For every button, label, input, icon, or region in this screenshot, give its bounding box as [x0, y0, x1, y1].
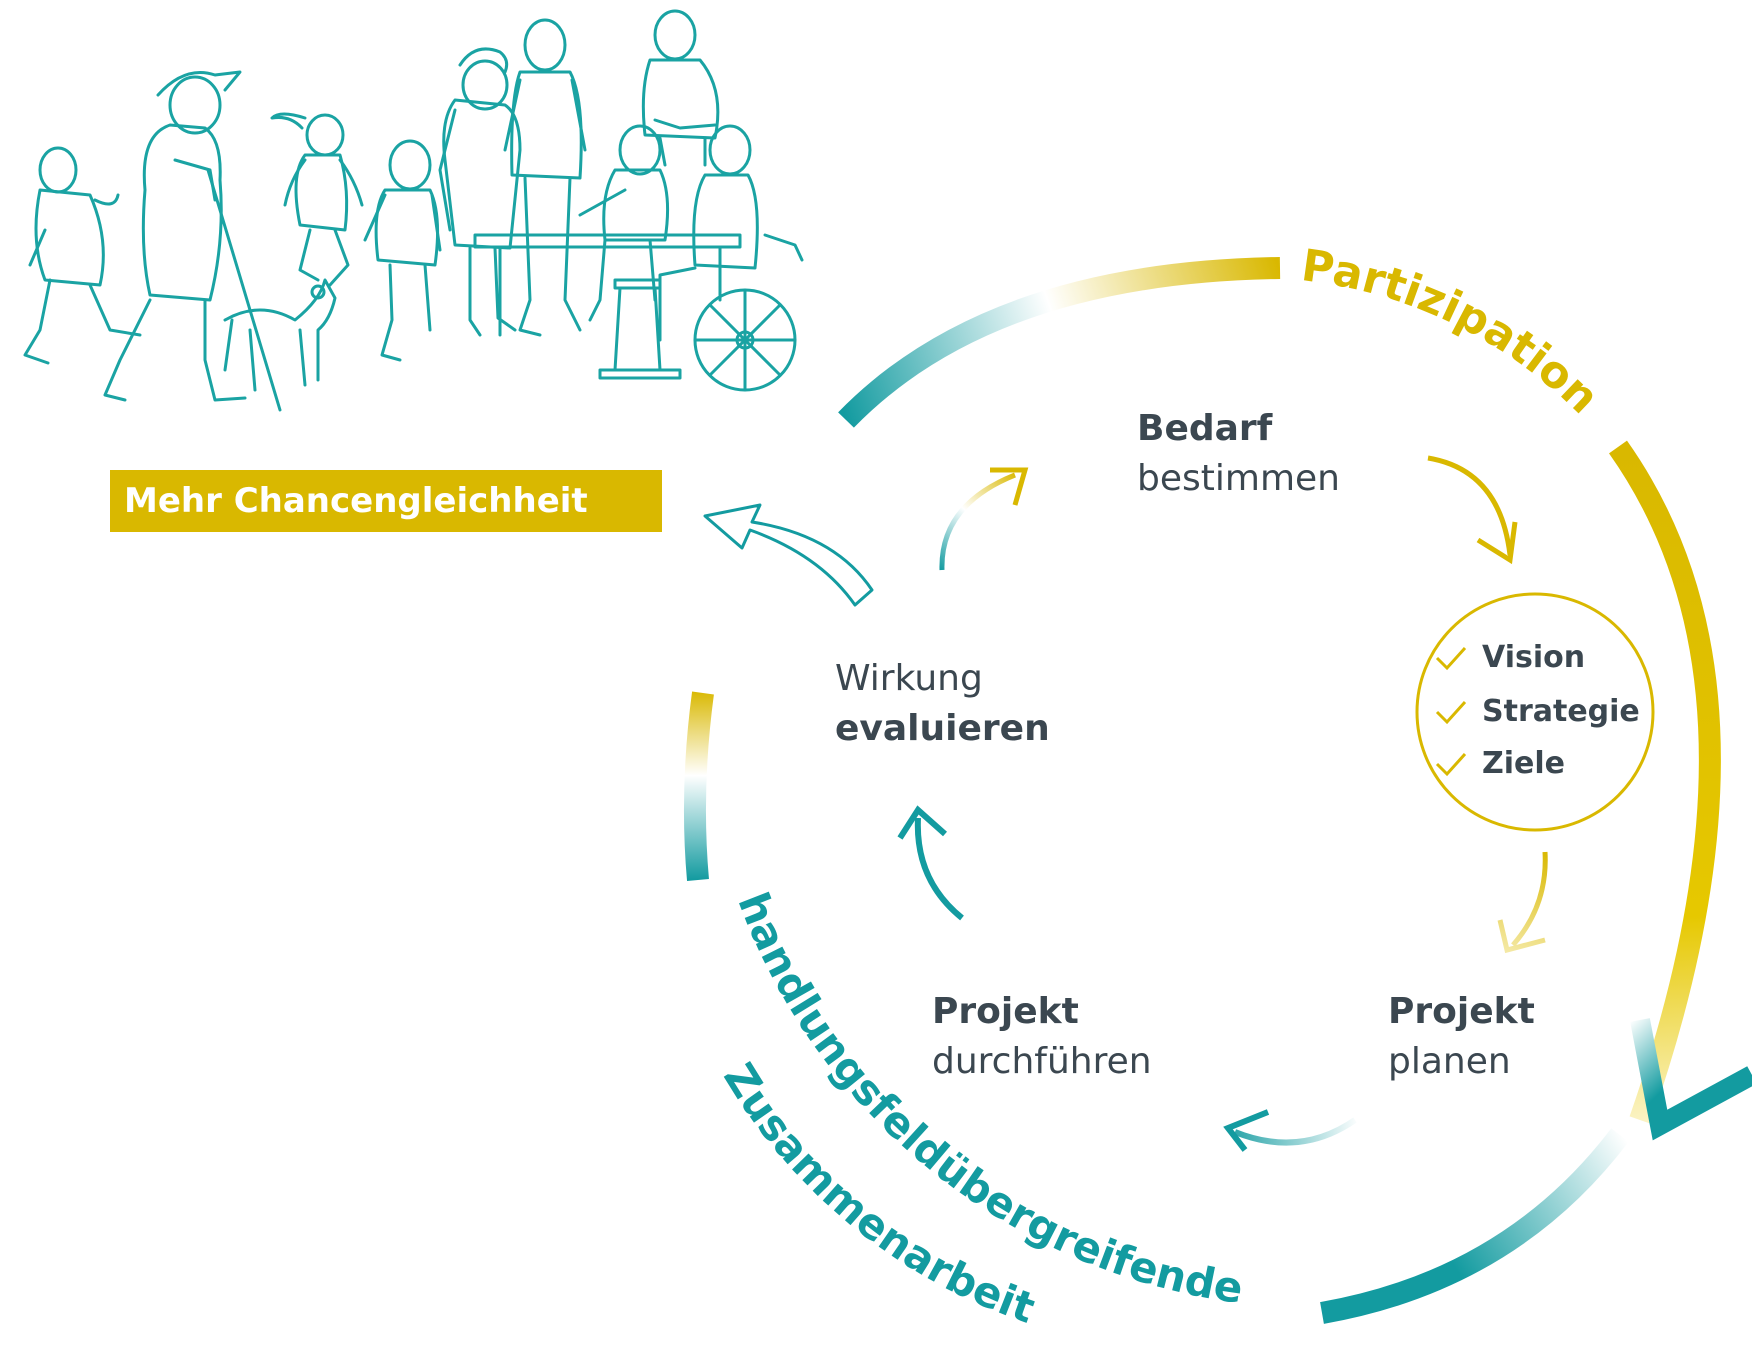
outer-cycle: [683, 257, 1752, 1324]
arrowhead-down-icon: [1476, 521, 1518, 565]
step-evaluieren: Wirkung evaluieren: [835, 658, 1050, 749]
arrow-to-badge: [703, 503, 874, 607]
step-bedarf-title: Bedarf: [1137, 408, 1273, 449]
arrow-evaluieren-to-bedarf: [939, 467, 1029, 571]
man-with-cap-figure: [103, 70, 282, 412]
left-arc-segment: [683, 691, 714, 881]
people-group-illustration: [23, 9, 804, 412]
check-icon: [1435, 700, 1467, 725]
boy-walking-figure: [363, 139, 442, 362]
top-arc-segment: [838, 257, 1281, 428]
running-boy-figure: [23, 146, 142, 365]
equal-opportunity-badge: Mehr Chancengleichheit: [110, 470, 662, 532]
step-bedarf: Bedarf bestimmen: [1137, 408, 1340, 499]
check-item-strategie: Strategie: [1435, 694, 1640, 729]
outline-arrow-left-icon: [703, 503, 874, 607]
goals-checklist: Vision Strategie Ziele: [1415, 592, 1655, 832]
bottom-arc-segment: [1320, 1128, 1629, 1324]
table-figure: [473, 233, 742, 380]
participation-label-path: Partizipation: [1298, 240, 1608, 424]
checklist-circle: [1415, 592, 1655, 832]
step-planen-title: Projekt: [1388, 991, 1535, 1032]
arrow-checklist-to-planen: [1497, 851, 1548, 954]
wheelchair-man-figure: [658, 124, 804, 392]
woman-beanie-figure: [438, 47, 522, 337]
cooperation-label-line1: handlungsfeldübergreifende: [728, 886, 1246, 1313]
arrowhead-left-icon: [1223, 1109, 1270, 1152]
check-label-ziele: Ziele: [1482, 746, 1565, 781]
dog-figure: [223, 278, 337, 392]
check-item-ziele: Ziele: [1435, 746, 1565, 781]
check-label-strategie: Strategie: [1482, 694, 1640, 729]
step-durchfuehren-title: Projekt: [932, 991, 1079, 1032]
arrowhead-down-icon: [1497, 919, 1546, 954]
right-arc-segment: [1609, 440, 1721, 1124]
cycle-arrowhead: [1630, 1018, 1752, 1141]
step-planen: Projekt planen: [1388, 991, 1535, 1082]
step-durchfuehren-subtitle: durchführen: [932, 1041, 1152, 1082]
check-item-vision: Vision: [1435, 640, 1585, 675]
badge-label: Mehr Chancengleichheit: [124, 481, 588, 521]
cooperation-label-line1-path: handlungsfeldübergreifende: [728, 886, 1246, 1313]
arrow-planen-to-durchfuehren: [1223, 1109, 1357, 1152]
arrowhead-up-icon: [897, 805, 947, 840]
step-evaluieren-title: Wirkung: [835, 658, 983, 699]
check-label-vision: Vision: [1482, 640, 1585, 675]
arrow-bedarf-to-checklist: [1427, 455, 1518, 565]
arrow-durchfuehren-to-evaluieren: [897, 805, 964, 921]
badge-background: [110, 470, 662, 532]
seated-woman-figure: [578, 124, 670, 322]
step-durchfuehren: Projekt durchführen: [932, 991, 1152, 1082]
hoodie-man-figure: [641, 9, 720, 167]
tall-man-figure: [503, 18, 587, 337]
step-planen-subtitle: planen: [1388, 1041, 1511, 1082]
participation-label: Partizipation: [1298, 240, 1608, 424]
step-bedarf-subtitle: bestimmen: [1137, 458, 1340, 499]
check-icon: [1435, 646, 1467, 671]
check-icon: [1435, 752, 1467, 777]
arrowhead-right-icon: [990, 467, 1029, 506]
girl-jumping-figure: [270, 112, 364, 287]
step-evaluieren-subtitle: evaluieren: [835, 708, 1050, 749]
